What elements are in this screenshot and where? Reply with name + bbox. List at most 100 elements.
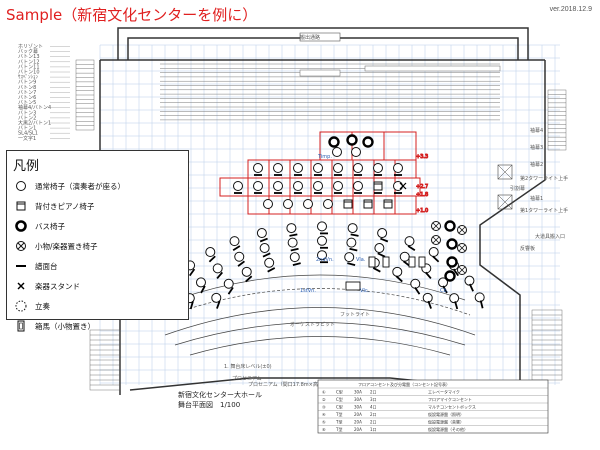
music-stand xyxy=(188,268,196,277)
riser-platforms: +3.3+2.7+1.8+1.0 xyxy=(219,131,429,215)
orchestra-seats xyxy=(159,134,513,310)
batten-label: バトン8 xyxy=(18,85,36,91)
seat-circle xyxy=(393,163,403,173)
batten-label: ホリゾント xyxy=(18,44,43,50)
section-label: 2ndVn. xyxy=(316,257,334,263)
tower-light xyxy=(497,164,513,180)
square-seat xyxy=(363,199,373,209)
seat-circle xyxy=(293,181,303,191)
music-stand xyxy=(380,237,389,243)
music-stand xyxy=(349,247,358,252)
music-stand xyxy=(407,245,416,252)
outlet-cell: 30A xyxy=(354,405,362,410)
seat-circle xyxy=(233,181,243,191)
legend-label: 背付きピアノ椅子 xyxy=(35,201,95,211)
seat-circle xyxy=(353,181,363,191)
music-stand xyxy=(216,271,223,280)
outlet-cell: エレベータマイク xyxy=(428,389,460,395)
seat-circle xyxy=(474,292,485,303)
seat-circle xyxy=(241,266,252,277)
batten-label: バトン10 xyxy=(18,70,40,76)
batten-label: バトン3 xyxy=(18,110,36,116)
seat-circle xyxy=(377,228,388,239)
batten-label: バトン12 xyxy=(18,59,40,65)
seat-circle xyxy=(464,275,475,286)
bold-circle-seat-icon xyxy=(13,218,29,234)
seat-circle xyxy=(264,257,275,268)
conductor-podium xyxy=(345,281,361,291)
bass-seat xyxy=(444,220,456,232)
tower-light-cross xyxy=(497,164,513,180)
caption-line-2: 舞台平面図 1/100 xyxy=(178,400,240,409)
outlet-cell: ⑥ xyxy=(322,427,326,432)
outlet-table-frame xyxy=(317,379,549,434)
outlet-cell: 2口 xyxy=(370,390,377,395)
batten-label: バトン11 xyxy=(18,64,40,70)
legend-label: 楽器スタンド xyxy=(35,281,80,291)
bass-seat xyxy=(446,238,458,250)
outlet-cell: C型 xyxy=(336,396,343,402)
caption-line-1: 新宿文化センター大ホール xyxy=(178,390,262,399)
music-stand xyxy=(372,267,381,273)
box-icon xyxy=(13,318,29,334)
seat-circle xyxy=(422,292,433,303)
outlet-cell: 4口 xyxy=(370,405,377,410)
bass-seat xyxy=(362,136,374,148)
item-seat-cross xyxy=(432,236,440,244)
music-stand xyxy=(267,267,276,273)
instrument-stand xyxy=(399,182,407,190)
legend-title: 凡例 xyxy=(13,159,40,174)
batten-label: バトン1 xyxy=(18,126,36,132)
seat-circle xyxy=(256,228,267,239)
bottom-label: プロセニアム（間口17.8m×高10m） xyxy=(248,381,334,388)
seat-circle xyxy=(234,251,245,262)
item-seat-cross xyxy=(432,222,440,230)
legend-panel: 凡例 通常椅子（演奏者が座る） 背付きピアノ椅子 バス椅子 小物/楽器置き椅子 … xyxy=(6,150,189,332)
music-stand xyxy=(237,260,245,267)
legend-label: 小物/楽器置き椅子 xyxy=(35,241,98,251)
music-stand xyxy=(292,262,301,266)
seat-circle xyxy=(287,237,298,248)
batten-label: バトン2 xyxy=(18,115,36,121)
section-label: VIc. xyxy=(360,288,370,294)
right-label: 袖幕4 xyxy=(530,127,543,134)
bass-seat xyxy=(328,136,340,148)
square-seat xyxy=(343,199,353,209)
music-stand xyxy=(259,237,268,243)
seat-circle xyxy=(353,163,363,173)
music-stand xyxy=(245,275,253,283)
seat-circle xyxy=(212,263,223,274)
seat-circle xyxy=(229,236,240,247)
music-stand xyxy=(290,247,299,252)
square-seat-icon xyxy=(13,198,29,214)
music-stand xyxy=(442,285,448,294)
seat-circle xyxy=(333,181,343,191)
music-stand-icon xyxy=(13,258,29,274)
batten-label: バトン13 xyxy=(18,54,40,60)
batten-label: 大黒2/バトン1 xyxy=(18,120,51,127)
music-stand xyxy=(216,300,221,309)
seat-circle xyxy=(351,147,361,157)
instrument-stand-icon xyxy=(13,278,29,294)
seat-circle xyxy=(333,163,343,173)
seat-circle xyxy=(392,266,403,277)
outlet-cell: ② xyxy=(322,397,326,402)
seat-circle xyxy=(303,199,313,209)
legend-item-bold-circle-seat: バス椅子 xyxy=(13,216,182,236)
right-label: 第1タワーライト上手 xyxy=(520,207,568,214)
riser-height-label: +3.3 xyxy=(416,154,428,160)
crossed-circle-seat-icon xyxy=(13,238,29,254)
seat-circle xyxy=(393,181,403,191)
seat-circle xyxy=(404,236,415,247)
section-label: Cb. xyxy=(440,288,449,294)
stage-label: オーケストラピット xyxy=(290,321,335,328)
riser-height-label: +1.0 xyxy=(416,208,428,214)
outlet-cell: ⑤ xyxy=(322,420,326,425)
right-label: 大道具搬入口 xyxy=(535,233,565,240)
seat-circle xyxy=(283,199,293,209)
box-item xyxy=(368,256,376,268)
batten-label: ｻｽﾍﾟﾝｼｮﾝ xyxy=(18,74,39,81)
light-bar xyxy=(364,65,501,72)
right-label: 袖幕1 xyxy=(530,195,543,202)
